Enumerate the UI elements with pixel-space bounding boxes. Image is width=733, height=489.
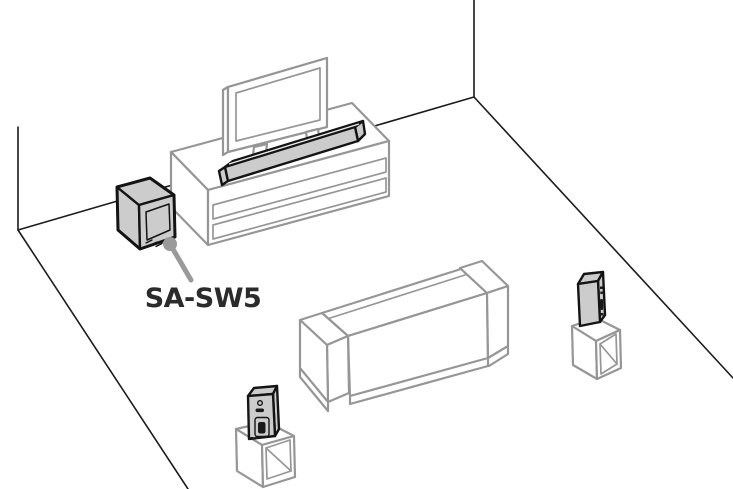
cabinet-shelf-lower <box>212 177 387 240</box>
speaker-left-switch <box>255 408 264 413</box>
soundbar-front-face <box>223 125 360 183</box>
sofa-armrest-right-outer <box>485 284 510 360</box>
sofa-base-back <box>348 357 490 406</box>
cabinet-shelf-upper <box>212 157 387 220</box>
speaker-left-terminal-3 <box>260 436 263 438</box>
speaker-right-port-4 <box>600 313 604 316</box>
callout-leader-line <box>167 241 194 283</box>
stand-left-diagonal <box>265 447 292 472</box>
speaker-stand-right <box>570 316 623 381</box>
subwoofer-label: SA-SW5 <box>145 283 262 314</box>
sofa-armrest-left-inner <box>325 334 351 404</box>
stand-right-diagonal <box>599 343 618 365</box>
sofa-base-right <box>487 345 510 368</box>
speaker-left-port <box>258 422 266 434</box>
subwoofer-outline <box>115 176 177 251</box>
sofa-backrest-edge-line <box>326 274 466 320</box>
speaker-left-terminal-4 <box>264 435 268 438</box>
speaker-right-port-2 <box>600 291 603 294</box>
soundbar-highlight-line <box>228 123 360 165</box>
tv-screen <box>235 67 321 142</box>
subwoofer-grille-inset <box>145 203 171 241</box>
room-walls <box>17 0 733 489</box>
speaker-left-terminal-2 <box>255 436 258 439</box>
sofa-base-left <box>298 367 330 413</box>
speaker-left-knob <box>257 400 264 407</box>
speaker-left-terminal-1 <box>250 437 253 439</box>
speaker-right-front-face <box>576 279 602 328</box>
speaker-right-port-1 <box>600 286 603 289</box>
right-wall-corner-line <box>473 0 733 379</box>
rear-speaker-right <box>576 270 607 328</box>
speaker-right-port-3 <box>600 299 604 310</box>
subwoofer <box>115 176 177 251</box>
soundbar <box>217 119 367 187</box>
subwoofer-callout: SA-SW5 <box>145 237 262 314</box>
rear-speaker-left <box>246 384 281 441</box>
sofa <box>298 259 510 413</box>
